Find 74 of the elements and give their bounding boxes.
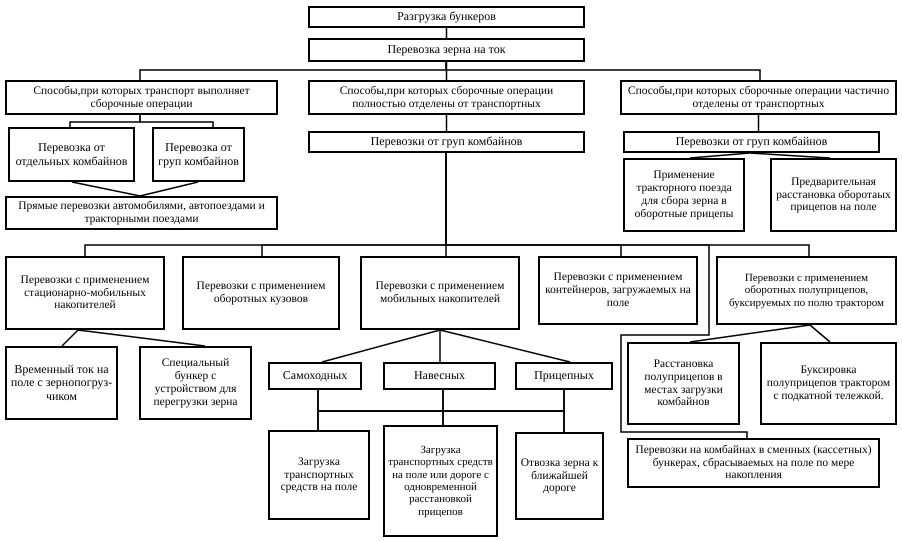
process-box <box>308 6 585 28</box>
box-label: Перевозки от груп комбайнов <box>676 135 828 149</box>
connector-line <box>445 62 761 80</box>
process-box <box>308 80 585 115</box>
box-label: Буксировка полуприцепов трактором с подкатной тележкой. <box>766 364 892 403</box>
box-label: Разгрузка бункеров <box>397 10 496 24</box>
process-box <box>268 430 370 520</box>
connector-line <box>72 181 140 197</box>
box-label: Загрузка транспортных средств на поле или дороге с одновременной расстановкой прицепов <box>388 444 493 518</box>
box-label: Перевозки с применением оборотных кузовов <box>196 280 326 306</box>
connector-line <box>139 115 214 127</box>
process-box <box>623 158 745 232</box>
process-box <box>5 196 278 230</box>
process-box <box>627 342 740 425</box>
process-box <box>538 256 698 325</box>
box-label: Способы,при которых сборочные операции полностью отделены от транспортных <box>338 84 554 110</box>
box-label: Прямые перевозки автомобилями, автопоездами и тракторными поездами <box>17 200 266 226</box>
box-label: Отвозка зерна к ближайшей дороге <box>520 456 599 496</box>
connector-line <box>810 324 830 343</box>
connector-line <box>140 181 198 197</box>
process-box <box>152 127 245 182</box>
box-label: Прицепных <box>534 369 594 383</box>
box-label: Загрузка транспортных средств на поле <box>280 456 358 494</box>
process-box <box>770 158 897 232</box>
process-box <box>383 425 498 537</box>
box-label: Способы,при которых сборочные операции частично отделены от транспортных <box>626 84 890 110</box>
box-label: Перевозки с применением оборотных полуприцепов, буксируемых по полю трактором <box>728 272 885 309</box>
box-label: Перевозки от груп комбайнов <box>370 135 522 149</box>
box-label: Навесных <box>414 369 466 383</box>
process-box <box>383 362 496 390</box>
connector-line <box>61 329 79 347</box>
connector-line <box>750 152 830 159</box>
connector-line <box>690 152 750 159</box>
process-box <box>5 346 118 420</box>
process-box <box>5 80 278 115</box>
process-box <box>268 362 362 390</box>
box-label: Перевозка от отдельных комбайнов <box>14 141 128 168</box>
process-box <box>5 256 165 330</box>
box-label: Расстановка полуприцепов в местах загрузки комбайнов <box>643 358 724 410</box>
box-label: Самоходных <box>282 369 348 383</box>
box-label: Перевозки с применением мобильных накопителей <box>374 280 506 306</box>
connector-line <box>446 62 448 80</box>
box-label: Специальный бункер с устройством для перегрузки зерна <box>152 357 238 409</box>
process-box <box>515 432 604 520</box>
box-label: Временный ток на поле с зернопогруз- чиком <box>10 362 113 404</box>
process-box <box>360 256 520 330</box>
connector-line <box>440 329 570 363</box>
process-box <box>8 127 135 182</box>
box-label: Предварительная расстановка оборотаых прицепов на поле <box>775 176 892 214</box>
process-box <box>716 256 897 325</box>
process-box <box>308 38 585 62</box>
connector-line <box>322 329 440 363</box>
box-label: Перевозки с применением контейнеров, загружаемых на поле <box>544 271 692 310</box>
box-label: Перевозка зерна на ток <box>387 43 506 57</box>
connector-line <box>439 330 441 362</box>
box-label: Перевозки на комбайнах в сменных (кассетных) бункерах, сбрасываемых на поле по мере накопления <box>634 444 873 482</box>
box-label: Применение тракторного поезда для сбора зерна в оборотные прицепы <box>634 169 734 221</box>
box-label: Перевозка от груп комбайнов <box>157 141 240 168</box>
process-box <box>182 256 340 330</box>
process-box <box>139 346 252 420</box>
process-box <box>620 80 897 115</box>
process-box <box>627 438 880 488</box>
connector-line <box>446 115 448 131</box>
process-box <box>623 131 880 153</box>
connector-line <box>78 329 206 347</box>
connector-line <box>446 28 448 38</box>
connector-line <box>563 390 565 432</box>
connector-line <box>690 324 810 343</box>
process-box <box>515 362 613 390</box>
box-label: Перевозки с применением стационарно-мобильных накопителей <box>20 274 150 312</box>
box-label: Способы,при которых транспорт выполняет сборочные операции <box>32 84 251 110</box>
connector-line <box>758 115 760 131</box>
process-box <box>308 131 585 153</box>
process-box <box>760 342 897 425</box>
